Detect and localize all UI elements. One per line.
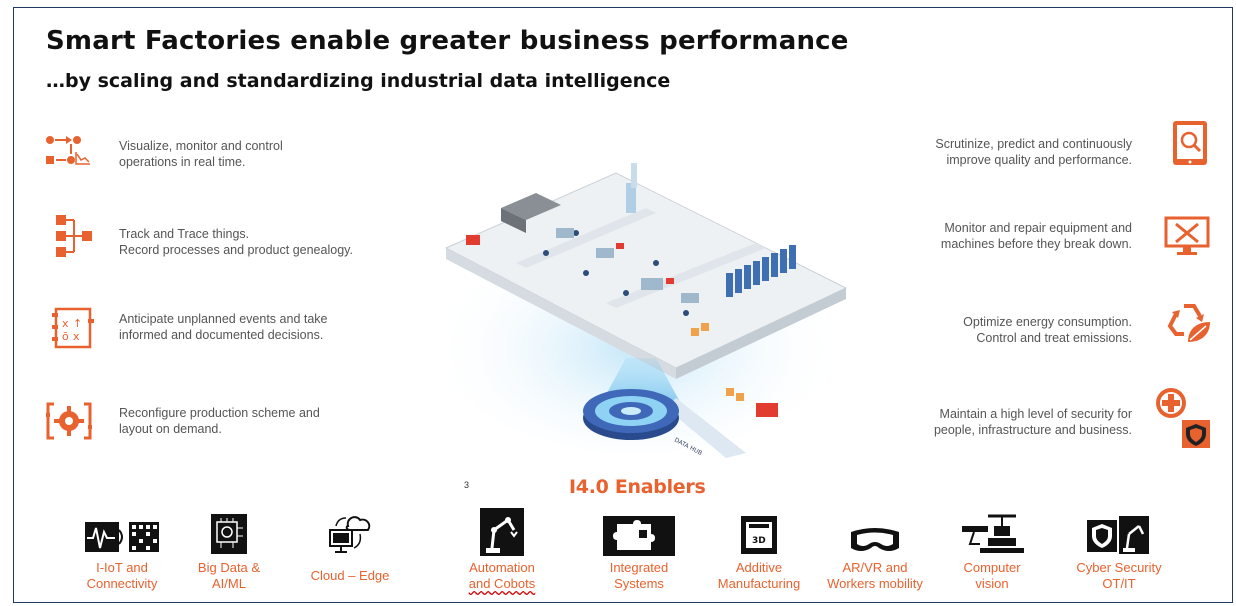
- enabler-additive: 3D Additive Manufacturing: [704, 508, 814, 592]
- feature-security: Maintain a high level of security for pe…: [934, 406, 1132, 438]
- feature-monitor-repair-text: Monitor and repair equipment and machine…: [940, 221, 1132, 251]
- enabler-cybersecurity: Cyber Security OT/IT: [1059, 508, 1179, 592]
- feature-energy: Optimize energy consumption. Control and…: [963, 314, 1132, 346]
- svg-text:ō: ō: [62, 330, 69, 343]
- enabler-cloud-edge: Cloud – Edge: [306, 508, 394, 584]
- puzzle-icon: [599, 508, 679, 556]
- enabler-vision: Computer vision: [949, 508, 1035, 592]
- page-subtitle: …by scaling and standardizing industrial…: [46, 70, 671, 92]
- drone-camera-icon: [949, 508, 1035, 556]
- enabler-cybersecurity-label: Cyber Security OT/IT: [1076, 560, 1162, 591]
- svg-text:x: x: [62, 317, 69, 330]
- vr-goggles-icon: [816, 508, 934, 556]
- feature-scrutinize-text: Scrutinize, predict and continuously imp…: [935, 137, 1132, 167]
- feature-reconfigure-text: Reconfigure production scheme and layout…: [119, 406, 320, 436]
- enabler-cloud-edge-label: Cloud – Edge: [310, 568, 390, 583]
- enabler-bigdata-label: Big Data & AI/ML: [197, 560, 261, 591]
- factory-illustration: DATA HUB: [426, 163, 848, 458]
- feature-visualize: Visualize, monitor and control operation…: [119, 138, 283, 170]
- feature-monitor-repair: Monitor and repair equipment and machine…: [941, 220, 1132, 252]
- plus-shield-icon: [1154, 386, 1212, 448]
- cloud-computer-icon: [306, 508, 394, 556]
- enabler-integrated: Integrated Systems: [599, 508, 679, 592]
- slide: Smart Factories enable greater business …: [13, 7, 1233, 603]
- iot-wave-icon: [76, 508, 168, 556]
- feature-reconfigure: Reconfigure production scheme and layout…: [119, 405, 320, 437]
- monitor-tools-icon: [1164, 214, 1210, 260]
- enabler-iiot: I-IoT and Connectivity: [76, 508, 168, 592]
- enabler-vision-label: Computer vision: [963, 560, 1021, 591]
- feature-scrutinize: Scrutinize, predict and continuously imp…: [935, 136, 1132, 168]
- robot-arm-icon: [454, 508, 550, 556]
- 3d-printer-icon: 3D: [704, 508, 814, 556]
- feature-anticipate-text: Anticipate unplanned events and take inf…: [119, 312, 328, 342]
- recycle-leaf-icon: [1166, 300, 1212, 346]
- enabler-arvr: AR/VR and Workers mobility: [816, 508, 934, 592]
- flow-monitor-icon: [44, 130, 90, 176]
- tablet-magnifier-icon: [1167, 120, 1213, 166]
- enabler-arvr-label: AR/VR and Workers mobility: [827, 560, 923, 591]
- enabler-integrated-label: Integrated Systems: [609, 560, 669, 591]
- svg-text:x: x: [73, 330, 80, 343]
- feature-track-trace-text: Track and Trace things. Record processes…: [119, 227, 353, 257]
- enabler-additive-label: Additive Manufacturing: [717, 560, 801, 591]
- feature-anticipate: Anticipate unplanned events and take inf…: [119, 311, 328, 343]
- tree-hierarchy-icon: [52, 213, 98, 259]
- chip-brain-icon: [189, 508, 269, 556]
- page-number: 3: [464, 480, 470, 490]
- enabler-iiot-label: I-IoT and Connectivity: [86, 560, 158, 591]
- gear-bracket-icon: [46, 398, 92, 444]
- decision-matrix-icon: x ↑ ō x: [50, 305, 96, 351]
- page-title: Smart Factories enable greater business …: [46, 26, 849, 56]
- feature-security-text: Maintain a high level of security for pe…: [933, 407, 1132, 437]
- shield-robot-icon: [1059, 508, 1179, 556]
- feature-energy-text: Optimize energy consumption. Control and…: [963, 315, 1132, 345]
- enablers-title: I4.0 Enablers: [569, 476, 706, 498]
- svg-text:3D: 3D: [752, 536, 766, 546]
- svg-text:↑: ↑: [73, 317, 82, 330]
- enabler-bigdata: Big Data & AI/ML: [189, 508, 269, 592]
- feature-track-trace: Track and Trace things. Record processes…: [119, 226, 353, 258]
- feature-visualize-text: Visualize, monitor and control operation…: [119, 139, 283, 169]
